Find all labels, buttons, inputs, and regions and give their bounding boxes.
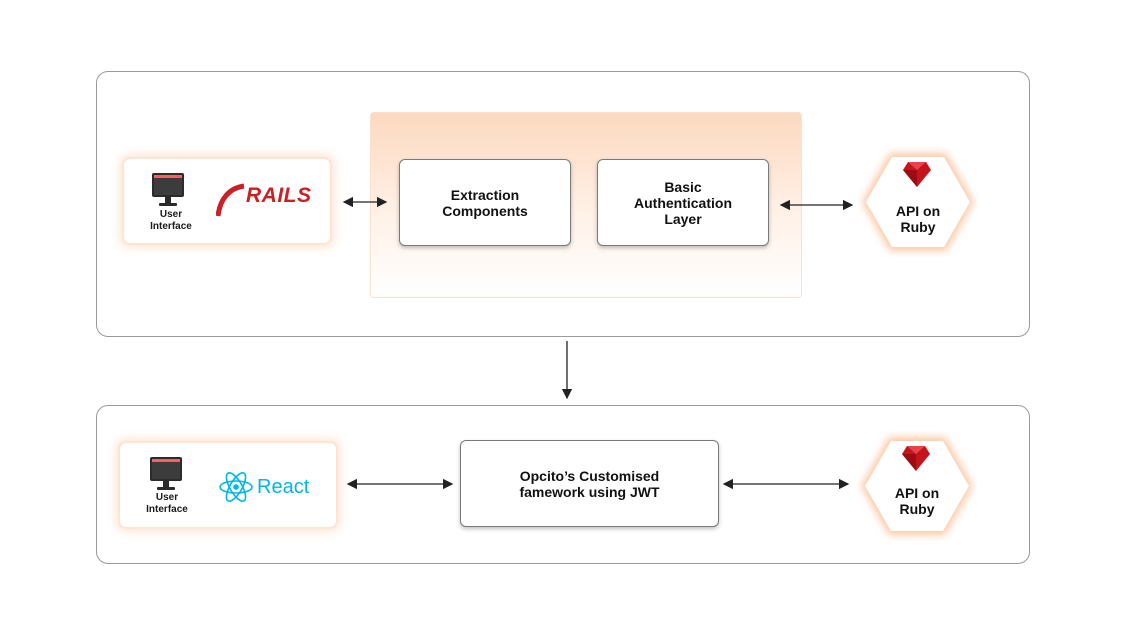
api-on-ruby-label: API on Ruby — [894, 485, 940, 517]
opcito-jwt-framework-box: Opcito’s Customised famework using JWT — [460, 440, 719, 527]
ruby-gem-icon — [902, 446, 930, 471]
user-interface-label: User Interface — [150, 209, 192, 232]
api-on-ruby-node-top: API on Ruby — [858, 147, 978, 257]
basic-authentication-layer-box: Basic Authentication Layer — [597, 159, 769, 246]
ruby-gem-icon — [903, 162, 931, 187]
monitor-icon — [152, 173, 184, 206]
monitor-icon — [150, 457, 182, 490]
api-on-ruby-label: API on Ruby — [895, 203, 941, 235]
extraction-components-box: Extraction Components — [399, 159, 571, 246]
api-on-ruby-node-bottom: API on Ruby — [857, 431, 977, 541]
rails-logo-icon — [216, 183, 245, 217]
user-interface-label: User Interface — [146, 492, 188, 515]
rails-logo-text: RAILS — [246, 184, 312, 207]
react-logo-text: React — [257, 476, 310, 498]
react-atom-icon — [219, 472, 253, 502]
